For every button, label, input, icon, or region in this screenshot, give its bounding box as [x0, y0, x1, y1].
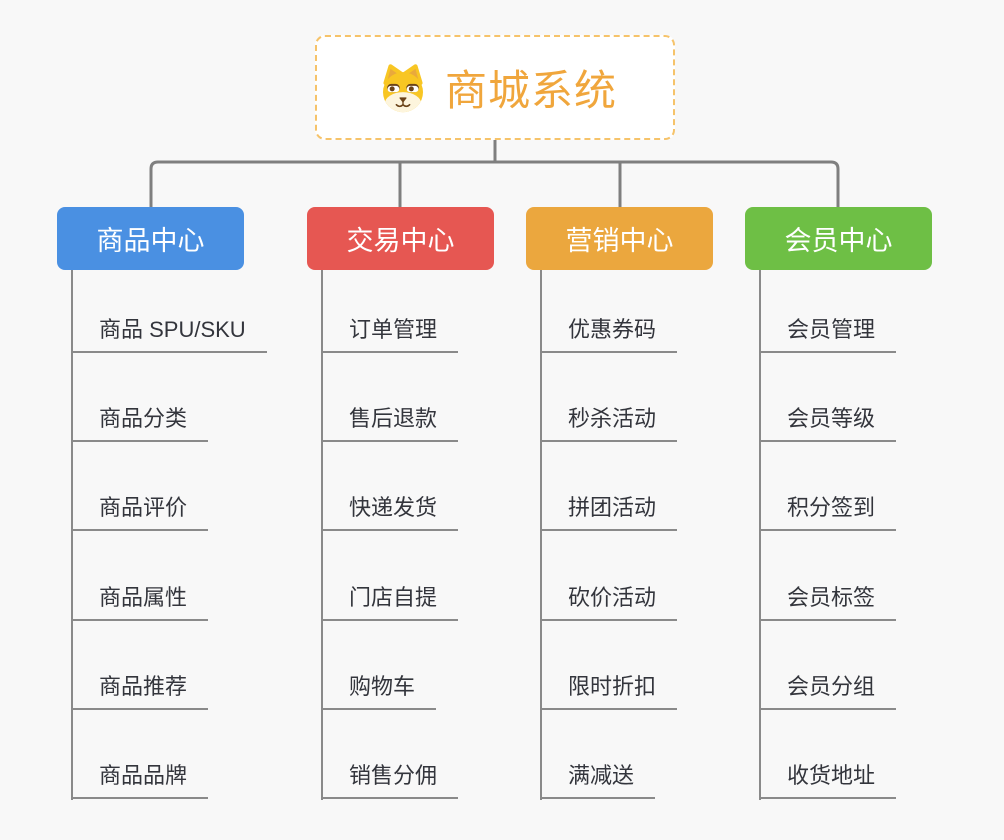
branch-node-member-center[interactable]: 会员中心 — [745, 207, 932, 270]
leaf-node[interactable]: 商品品牌 — [71, 763, 209, 799]
branch-spine — [71, 270, 73, 800]
dog-face-icon — [382, 63, 423, 112]
leaf-node[interactable]: 会员等级 — [759, 406, 897, 442]
leaf-node[interactable]: 优惠券码 — [540, 317, 678, 353]
leaf-node[interactable]: 砍价活动 — [540, 585, 678, 621]
leaf-node[interactable]: 销售分佣 — [321, 763, 459, 799]
branch-rail-line — [149, 160, 840, 208]
branch-node-trade-center[interactable]: 交易中心 — [307, 207, 494, 270]
leaf-node[interactable]: 商品 SPU/SKU — [71, 317, 267, 353]
leaf-node[interactable]: 会员标签 — [759, 585, 897, 621]
leaf-node[interactable]: 商品属性 — [71, 585, 209, 621]
leaf-node[interactable]: 商品分类 — [71, 406, 209, 442]
leaf-node[interactable]: 会员管理 — [759, 317, 897, 353]
leaf-node[interactable]: 订单管理 — [321, 317, 459, 353]
root-node[interactable]: 商城系统 — [315, 35, 675, 140]
leaf-node[interactable]: 购物车 — [321, 674, 437, 710]
branch-spine — [759, 270, 761, 800]
leaf-node[interactable]: 积分签到 — [759, 495, 897, 531]
leaf-node[interactable]: 会员分组 — [759, 674, 897, 710]
leaf-node[interactable]: 快递发货 — [321, 495, 459, 531]
leaf-node[interactable]: 收货地址 — [759, 763, 897, 799]
branch-spine — [540, 270, 542, 800]
leaf-node[interactable]: 限时折扣 — [540, 674, 678, 710]
leaf-node[interactable]: 商品推荐 — [71, 674, 209, 710]
branch-node-marketing-center[interactable]: 营销中心 — [526, 207, 713, 270]
branch-spine — [321, 270, 323, 800]
branch-node-product-center[interactable]: 商品中心 — [57, 207, 244, 270]
root-title: 商城系统 — [444, 67, 617, 114]
leaf-node[interactable]: 拼团活动 — [540, 495, 678, 531]
leaf-node[interactable]: 售后退款 — [321, 406, 459, 442]
leaf-node[interactable]: 门店自提 — [321, 585, 459, 621]
leaf-node[interactable]: 满减送 — [540, 763, 656, 799]
leaf-node[interactable]: 秒杀活动 — [540, 406, 678, 442]
leaf-node[interactable]: 商品评价 — [71, 495, 209, 531]
